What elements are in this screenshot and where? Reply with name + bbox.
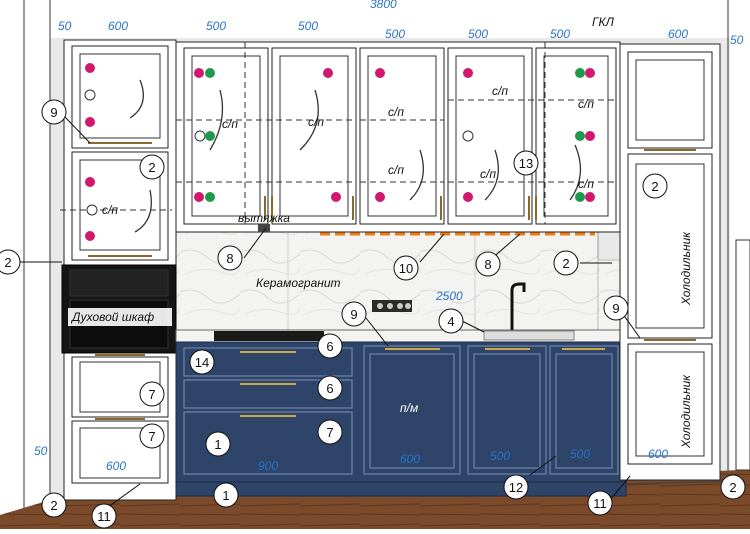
label-lift-6: с/п [492, 84, 508, 98]
callout-9-left: 9 [50, 105, 57, 120]
label-lift-5: с/п [388, 163, 404, 177]
label-ceiling: ГКЛ [592, 15, 615, 29]
dim-top-50-right: 50 [730, 33, 744, 47]
callout-8-hood: 8 [226, 251, 233, 266]
dim-top-500-e: 500 [550, 27, 570, 41]
dim-top-500-c: 500 [385, 27, 405, 41]
label-fridge-lower: Холодильник [679, 374, 693, 449]
callout-2-fridge: 2 [651, 179, 658, 194]
label-lift-2: с/п [222, 117, 238, 131]
callout-6-a: 6 [326, 339, 333, 354]
label-lift-8: с/п [480, 167, 496, 181]
callout-2-bottom-right: 2 [729, 480, 736, 495]
callout-6-b: 6 [326, 381, 333, 396]
dim-bottom-900: 900 [258, 459, 278, 473]
dim-top-500-b: 500 [298, 19, 318, 33]
shelf-lines [60, 42, 616, 224]
callout-13: 13 [519, 156, 533, 171]
callout-7-b: 7 [148, 429, 155, 444]
callout-2-side: 2 [4, 255, 11, 270]
callout-1-drawer: 1 [214, 437, 221, 452]
callout-1-plinth: 1 [222, 488, 229, 503]
callout-7-a: 7 [148, 387, 155, 402]
label-dishwasher: п/м [400, 401, 418, 415]
label-lift-9: с/п [578, 177, 594, 191]
callout-11-right: 11 [593, 496, 607, 511]
callout-10-led: 10 [399, 261, 413, 276]
dim-total-width: 3800 [370, 0, 397, 11]
callout-2-left: 2 [148, 160, 155, 175]
dim-bottom-50-left: 50 [34, 444, 48, 458]
label-lift-7: с/п [578, 97, 594, 111]
callout-2-backsplash: 2 [562, 256, 569, 271]
callout-8-right: 8 [484, 257, 491, 272]
hob [214, 331, 324, 341]
dim-bottom-600-left: 600 [106, 459, 126, 473]
dim-bottom-600-mid: 600 [400, 452, 420, 466]
dim-top-50-left: 50 [58, 19, 72, 33]
dim-top-600-left: 600 [108, 19, 128, 33]
label-hood: вытяжка [238, 211, 290, 225]
callout-12: 12 [509, 480, 523, 495]
callouts: 9 2 2 8 10 8 13 2 2 9 4 9 6 14 6 7 7 7 [0, 99, 746, 529]
dim-bottom-500-a: 500 [490, 449, 510, 463]
callout-7-c: 7 [326, 425, 333, 440]
callout-leaders [20, 115, 641, 511]
label-lift-4: с/п [388, 105, 404, 119]
sink [483, 330, 575, 341]
callout-9-mid: 9 [350, 307, 357, 322]
backsplash-tiles [175, 231, 599, 333]
callout-2-bottom-left: 2 [50, 498, 57, 513]
label-lift-3: с/п [308, 115, 324, 129]
callout-14: 14 [195, 355, 209, 370]
label-oven: Духовой шкаф [70, 310, 154, 324]
dim-top-500-d: 500 [468, 27, 488, 41]
dim-top-500-a: 500 [206, 19, 226, 33]
dim-bottom-500-b: 500 [570, 447, 590, 461]
faucet [510, 282, 526, 330]
dim-bottom-600-right: 600 [648, 447, 668, 461]
label-backsplash: Керамогранит [256, 276, 341, 290]
plinth [175, 481, 627, 497]
callout-4: 4 [447, 314, 454, 329]
label-lift-1: с/п [102, 203, 118, 217]
callout-11-left: 11 [97, 509, 111, 524]
upper-doors [183, 47, 617, 225]
callout-9-right: 9 [612, 301, 619, 316]
ceiling-band [50, 0, 730, 38]
dim-worktop-length: 2500 [435, 289, 463, 303]
dim-top-600-right: 600 [668, 27, 688, 41]
label-fridge-upper: Холодильник [679, 231, 693, 306]
